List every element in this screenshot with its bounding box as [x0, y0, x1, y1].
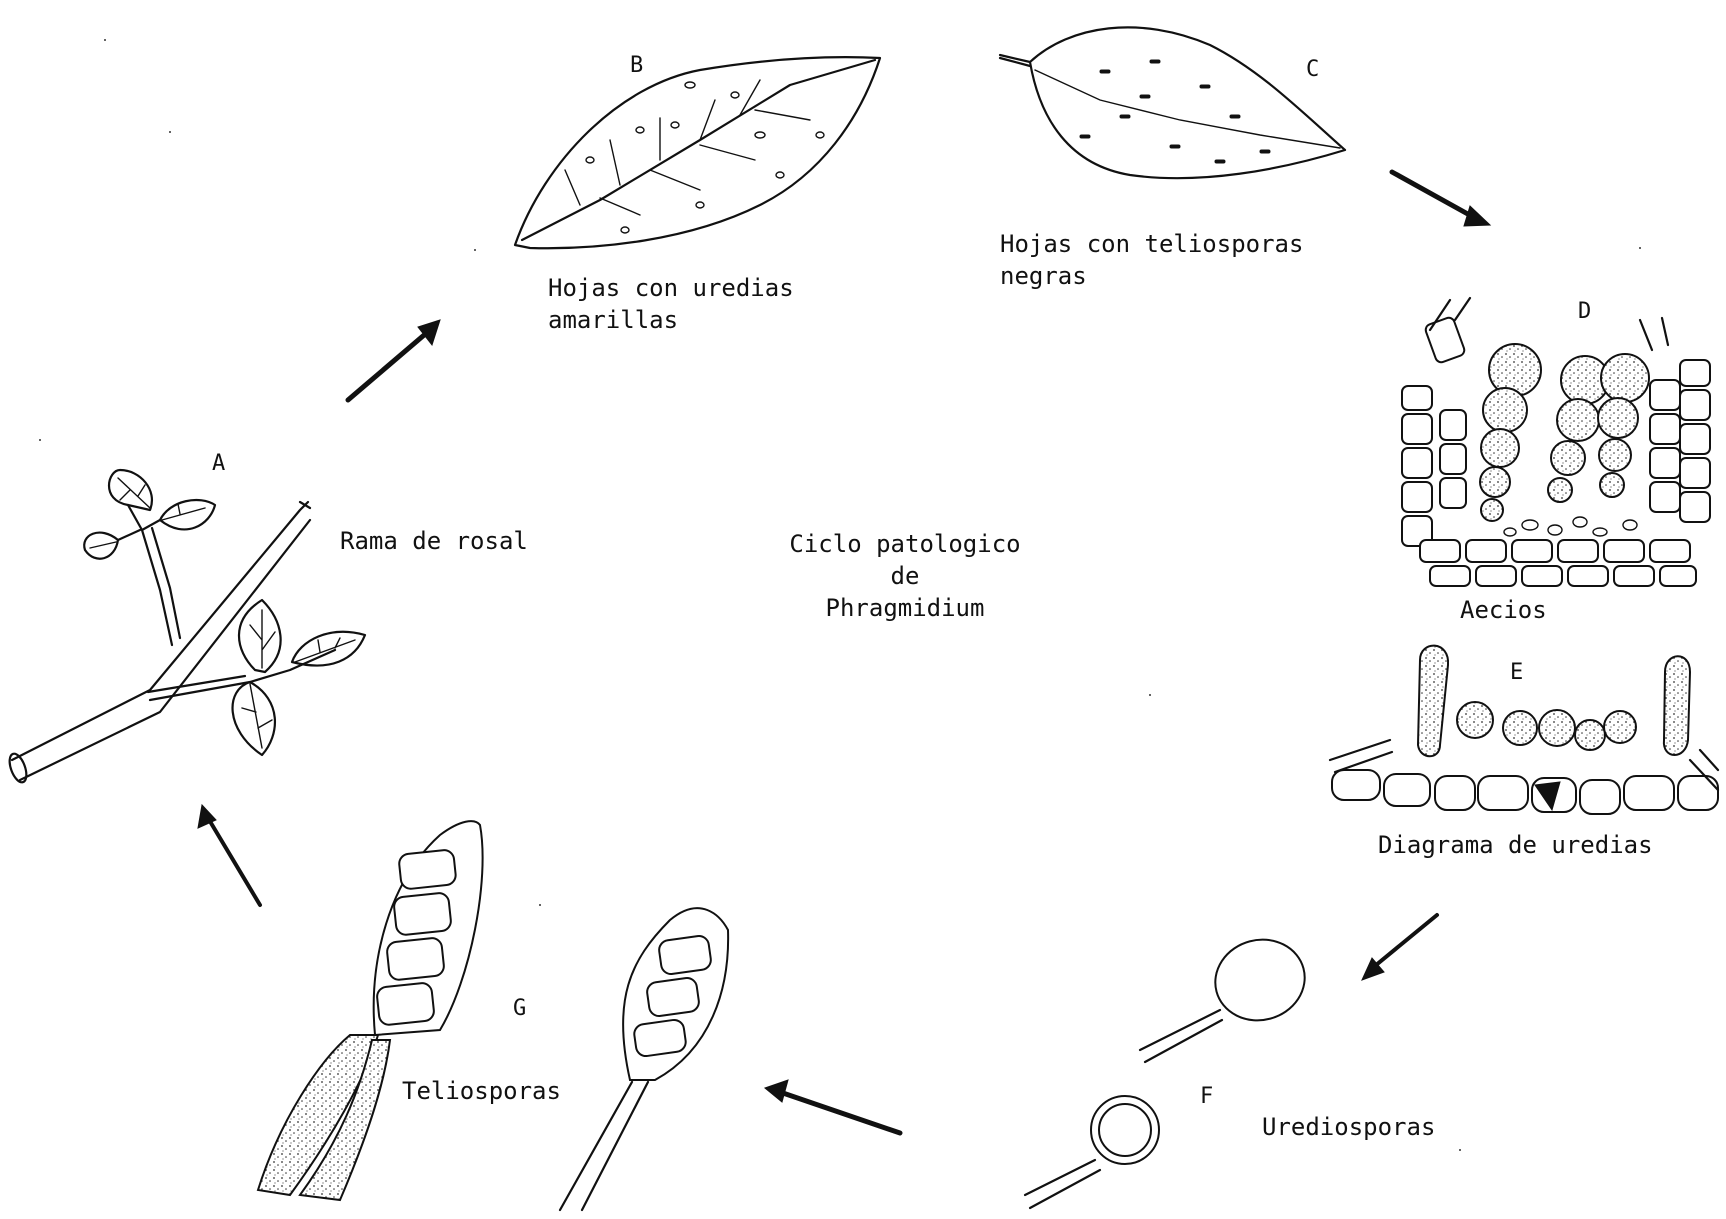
stage-c-label-line-2: negras [1000, 260, 1303, 292]
uredia-diagram-illustration [1330, 646, 1718, 814]
rose-branch-illustration [6, 470, 365, 784]
stage-c-letter: C [1306, 54, 1319, 86]
stage-a-label: Rama de rosal [340, 525, 528, 557]
title-line-1: Ciclo patologico [760, 528, 1050, 560]
stage-b-label: Hojas con uredias amarillas [548, 272, 794, 336]
stage-g-label: Teliosporas [402, 1075, 561, 1107]
arrow-e-to-f [1362, 915, 1437, 980]
stage-c-label-line-1: Hojas con teliosporas [1000, 228, 1303, 260]
stage-e-label: Diagrama de uredias [1378, 829, 1653, 861]
arrow-g-to-a [198, 805, 260, 905]
arrow-f-to-g [765, 1080, 900, 1133]
arrow-a-to-b [348, 320, 440, 400]
stage-d-letter: D [1578, 296, 1591, 328]
leaf-teliospores-illustration [1000, 27, 1345, 178]
teliospores-illustration [258, 821, 728, 1210]
title-line-2: de [760, 560, 1050, 592]
stage-b-label-line-1: Hojas con uredias [548, 272, 794, 304]
stage-e-letter: E [1510, 657, 1523, 689]
stage-b-letter: B [630, 50, 643, 82]
diagram-title: Ciclo patologico de Phragmidium [760, 528, 1050, 624]
aecia-cross-section-illustration [1402, 298, 1710, 586]
stage-d-label: Aecios [1460, 594, 1547, 626]
urediospores-illustration [1025, 930, 1314, 1208]
leaf-uredia-illustration [515, 57, 880, 248]
stage-c-label: Hojas con teliosporas negras [1000, 228, 1303, 292]
title-line-3: Phragmidium [760, 592, 1050, 624]
stage-g-letter: G [513, 993, 526, 1025]
stage-b-label-line-2: amarillas [548, 304, 794, 336]
arrow-c-to-d [1392, 172, 1490, 226]
stage-f-label: Urediosporas [1262, 1111, 1435, 1143]
stage-f-letter: F [1200, 1081, 1213, 1113]
stage-a-letter: A [212, 448, 225, 480]
